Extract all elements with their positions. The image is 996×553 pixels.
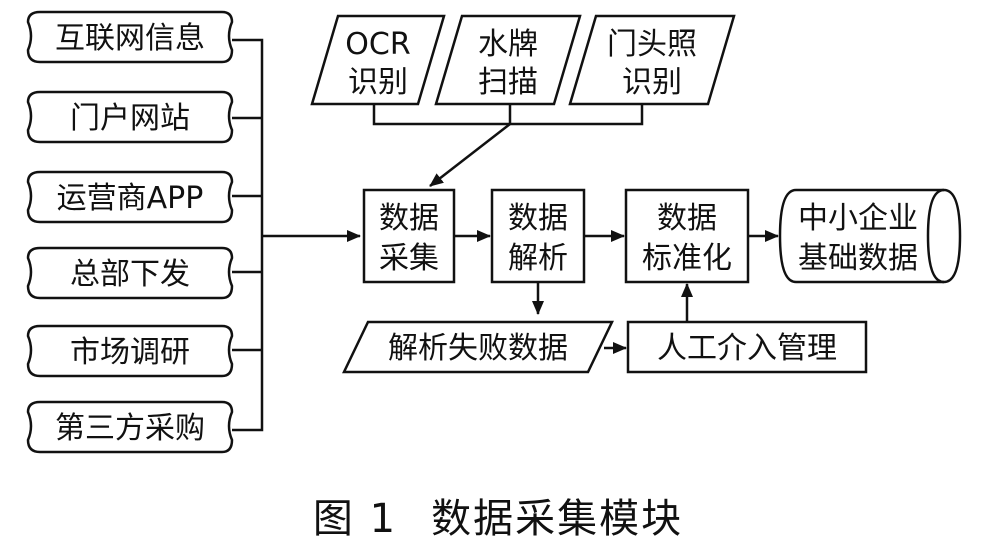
manual-label: 人工介入管理	[657, 331, 837, 366]
input-line1: 水牌	[478, 27, 538, 62]
database-cylinder: 中小企业 基础数据	[778, 188, 962, 284]
source-item: 门户网站	[26, 90, 234, 144]
failed-label: 解析失败数据	[388, 331, 568, 366]
process-parse: 数据 解析	[490, 188, 586, 284]
source-item: 市场调研	[26, 324, 234, 378]
source-bracket	[232, 38, 361, 432]
arrow-inputs-to-collect	[429, 123, 511, 187]
data-collection-flowchart: 互联网信息 门户网站 运营商APP 总部下发 市场调研 第三方采购	[26, 10, 962, 454]
source-item: 第三方采购	[26, 400, 234, 454]
input-ocr: OCR 识别	[310, 14, 446, 106]
failed-data: 解析失败数据	[342, 320, 614, 374]
source-label: 互联网信息	[55, 21, 205, 56]
collect-line2: 采集	[379, 241, 439, 276]
parse-line2: 解析	[508, 241, 568, 276]
standardize-line1: 数据	[657, 201, 717, 236]
input-methods: OCR 识别 水牌 扫描 门头照 识别	[310, 14, 736, 106]
collect-line1: 数据	[379, 201, 439, 236]
input-tag-scan: 水牌 扫描	[434, 14, 582, 106]
source-item: 运营商APP	[26, 170, 234, 224]
parse-line1: 数据	[508, 201, 568, 236]
source-label: 门户网站	[70, 101, 190, 136]
source-item: 互联网信息	[26, 10, 234, 64]
source-label: 总部下发	[70, 257, 190, 292]
source-item: 总部下发	[26, 246, 234, 300]
process-collect: 数据 采集	[362, 188, 456, 284]
input-line2: 扫描	[478, 65, 538, 100]
input-line1: 门头照	[607, 27, 697, 62]
database-line2: 基础数据	[798, 241, 918, 276]
input-line2: 识别	[622, 65, 682, 100]
figure-title: 数据采集模块	[431, 496, 684, 542]
process-arrows	[454, 230, 779, 354]
input-line2: 识别	[348, 65, 408, 100]
figure-number: 图 1	[312, 496, 398, 542]
source-label: 市场调研	[70, 335, 190, 370]
input-bracket	[372, 104, 644, 187]
standardize-line2: 标准化	[642, 241, 732, 276]
input-storefront: 门头照 识别	[568, 14, 736, 106]
figure-caption: 图 1 数据采集模块	[0, 486, 996, 544]
manual-management: 人工介入管理	[626, 320, 868, 374]
input-line1: OCR	[345, 27, 410, 62]
source-label: 第三方采购	[55, 411, 205, 446]
process-standardize: 数据 标准化	[624, 188, 750, 284]
source-list: 互联网信息 门户网站 运营商APP 总部下发 市场调研 第三方采购	[26, 10, 234, 454]
source-label: 运营商APP	[57, 181, 204, 216]
database-line1: 中小企业	[798, 201, 918, 236]
